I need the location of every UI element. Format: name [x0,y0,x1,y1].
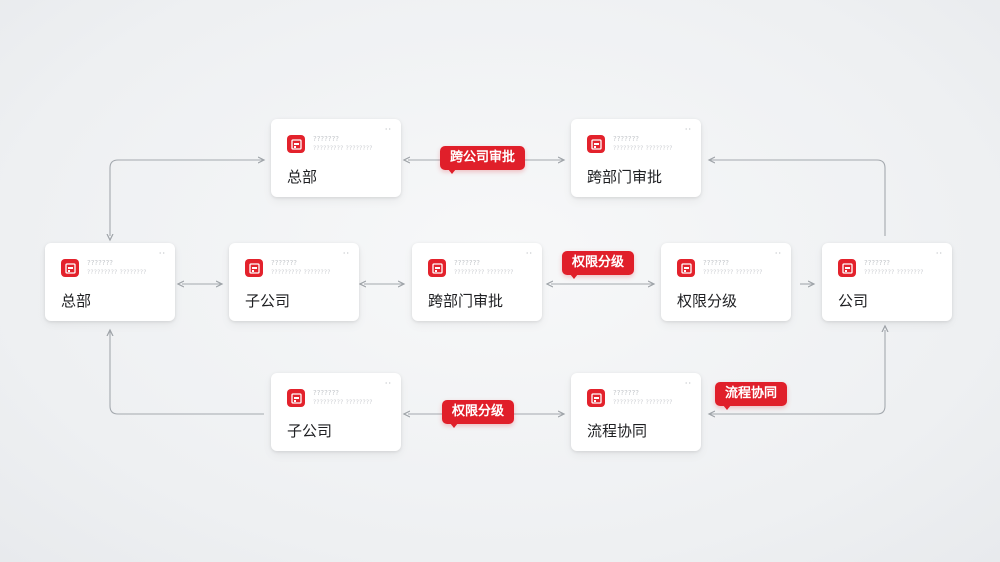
more-icon[interactable]: ·· [525,249,533,258]
node-subtitle: ??????? [454,259,481,267]
node-bottom-subsidiary[interactable]: ??????? ????????? ???????? ·· 子公司 [271,373,401,451]
building-icon [287,389,305,407]
node-top-cross-dept-approval[interactable]: ??????? ????????? ???????? ·· 跨部门审批 [571,119,701,197]
more-icon[interactable]: ·· [384,379,392,388]
more-icon[interactable]: ·· [342,249,350,258]
node-title: 子公司 [245,292,291,310]
more-icon[interactable]: ·· [158,249,166,258]
node-title: 公司 [838,292,869,310]
building-icon [61,259,79,277]
node-subsidiary[interactable]: ??????? ????????? ???????? ·· 子公司 [229,243,359,321]
node-title: 权限分级 [677,292,738,310]
node-permission-levels[interactable]: ??????? ????????? ???????? ·· 权限分级 [661,243,791,321]
node-subtitle: ??????? [613,389,640,397]
node-cross-dept-approval[interactable]: ??????? ????????? ???????? ·· 跨部门审批 [412,243,542,321]
node-caption: ????????? ???????? [454,269,514,276]
node-subtitle: ??????? [271,259,298,267]
node-subtitle: ??????? [87,259,114,267]
node-title: 子公司 [287,422,333,440]
node-title: 总部 [287,168,318,186]
node-title: 跨部门审批 [587,168,663,186]
more-icon[interactable]: ·· [684,125,692,134]
building-icon [838,259,856,277]
node-caption: ????????? ???????? [613,399,673,406]
node-title: 总部 [61,292,92,310]
node-company[interactable]: ??????? ????????? ???????? ·· 公司 [822,243,952,321]
node-title: 跨部门审批 [428,292,504,310]
edge-bottom-to-hq [110,330,264,415]
building-icon [677,259,695,277]
building-icon [428,259,446,277]
more-icon[interactable]: ·· [684,379,692,388]
more-icon[interactable]: ·· [774,249,782,258]
tag-process-collab[interactable]: 流程协同 [715,382,788,410]
more-icon[interactable]: ·· [384,125,392,134]
edge-hq-to-top [110,160,264,236]
tag-permission-levels-mid[interactable]: 权限分级 [562,251,635,279]
node-caption: ????????? ???????? [613,145,673,152]
more-icon[interactable]: ·· [935,249,943,258]
node-caption: ????????? ???????? [313,399,373,406]
node-subtitle: ??????? [703,259,730,267]
node-subtitle: ??????? [313,135,340,143]
node-title: 流程协同 [587,422,648,440]
node-bottom-process-collab[interactable]: ??????? ????????? ???????? ·· 流程协同 [571,373,701,451]
node-caption: ????????? ???????? [271,269,331,276]
node-subtitle: ??????? [864,259,891,267]
node-caption: ????????? ???????? [313,145,373,152]
node-caption: ????????? ???????? [703,269,763,276]
node-hq[interactable]: ??????? ????????? ???????? ·· 总部 [45,243,175,321]
edge-company-to-top [709,160,886,236]
node-subtitle: ??????? [313,389,340,397]
building-icon [587,389,605,407]
tag-permission-levels-bottom[interactable]: 权限分级 [442,400,515,428]
node-subtitle: ??????? [613,135,640,143]
tag-cross-company-approval[interactable]: 跨公司审批 [440,146,526,174]
building-icon [287,135,305,153]
node-top-hq[interactable]: ??????? ????????? ???????? ·· 总部 [271,119,401,197]
building-icon [587,135,605,153]
node-caption: ????????? ???????? [87,269,147,276]
node-caption: ????????? ???????? [864,269,924,276]
building-icon [245,259,263,277]
edge-company-to-bottom [709,330,885,414]
